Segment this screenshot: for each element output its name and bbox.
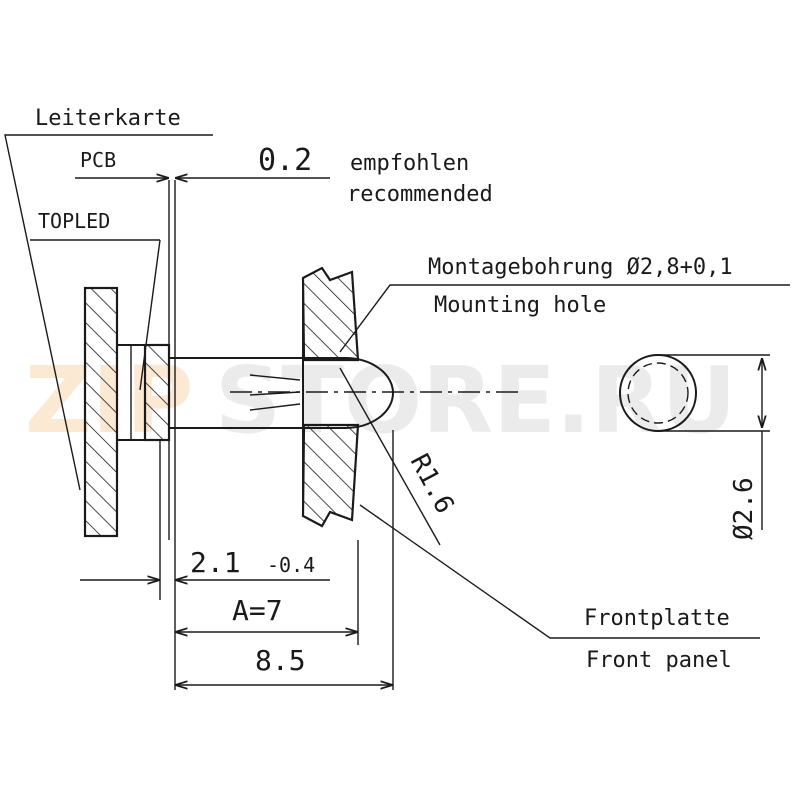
label-dim-8-5: 8.5 (255, 644, 306, 677)
label-topled: TOPLED (38, 209, 110, 233)
label-pcb: PCB (80, 148, 116, 172)
light-guide (169, 357, 520, 429)
label-front-panel-de: Frontplatte (584, 606, 730, 631)
label-mounting-hole-de: Montagebohrung Ø2,8+0,1 (428, 255, 733, 280)
watermark: ZIP STORE.RU (25, 347, 736, 454)
label-dim-2-1: 2.1 (190, 546, 241, 579)
label-leiterkarte: Leiterkarte (35, 106, 181, 131)
pcb-board (83, 286, 119, 538)
led-front-view (619, 354, 770, 530)
label-diameter: Ø2.6 (729, 477, 759, 540)
label-gap-note-en: recommended (347, 182, 493, 207)
topled-body (116, 343, 171, 442)
label-gap-value: 0.2 (258, 143, 312, 178)
front-panel (301, 266, 360, 528)
label-front-panel-en: Front panel (586, 648, 732, 673)
label-gap-note-de: empfohlen (350, 151, 469, 176)
label-mounting-hole-en: Mounting hole (434, 293, 606, 318)
label-dim-2-1-tol: -0.4 (267, 553, 315, 577)
label-dim-a7: A=7 (232, 594, 283, 627)
label-radius: R1.6 (404, 449, 460, 518)
leader-lines (4, 134, 790, 639)
